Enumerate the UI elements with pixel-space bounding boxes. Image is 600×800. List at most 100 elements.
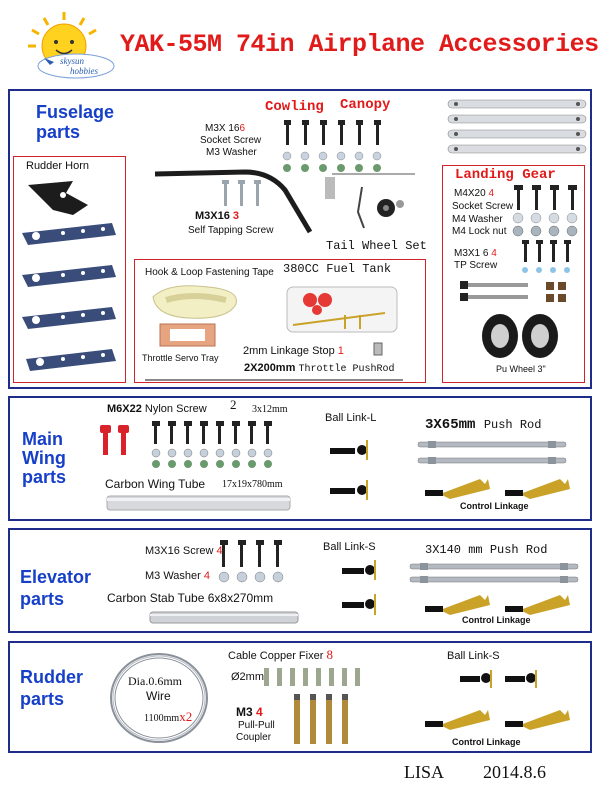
tail-wheel-label: Tail Wheel Set bbox=[326, 239, 427, 253]
canopy-label: Canopy bbox=[340, 97, 391, 113]
m4x20-text: M4X20 bbox=[454, 188, 486, 199]
self-tap-screws-icon bbox=[222, 180, 261, 206]
self-tap-size-text: M3X16 bbox=[195, 210, 230, 222]
self-tap-qty: 3 bbox=[232, 210, 240, 222]
page-title: YAK-55M 74in Airplane Accessories bbox=[120, 30, 599, 59]
tp-screw-label: TP Screw bbox=[454, 260, 498, 271]
elevator-washer-text: M3 Washer bbox=[145, 570, 201, 582]
main-wing-title-line2: Wing bbox=[22, 447, 66, 468]
rudder-horn-icon bbox=[22, 181, 116, 371]
wheel-axles-icon bbox=[460, 281, 566, 302]
landing-gear-box bbox=[442, 165, 585, 383]
linkage-stop-text: 2mm Linkage Stop bbox=[243, 345, 335, 357]
pull-pull-label: Pull-Pull bbox=[238, 720, 275, 731]
rudder-section bbox=[8, 641, 592, 753]
linkage-stop-qty: 1 bbox=[337, 345, 344, 357]
coupler-label: Coupler bbox=[236, 732, 272, 743]
m3x16-qty: 6 bbox=[239, 123, 246, 134]
throttle-pushrod: 2X200mm Throttle PushRod bbox=[244, 362, 394, 375]
stab-tube-icon bbox=[149, 611, 299, 624]
wing-control-horn-icon bbox=[425, 479, 570, 499]
landing-gear-title: Landing Gear bbox=[455, 167, 556, 183]
cable-fixer: Cable Copper Fixer 8 bbox=[228, 647, 333, 662]
ball-link-s-icon bbox=[342, 560, 376, 615]
m3-text: M3 bbox=[236, 705, 253, 719]
cable-fixer-text: Cable Copper Fixer bbox=[228, 650, 324, 662]
wing-pushrod-size: 3X65mm bbox=[425, 417, 476, 433]
m4-washer-label: M4 Washer bbox=[452, 214, 503, 225]
m3x16-size: M3X 166 bbox=[205, 123, 245, 134]
wing-tube-label: Carbon Wing Tube bbox=[105, 477, 206, 491]
throttle-pushrod-icon bbox=[145, 379, 403, 381]
wing-pushrod-icon bbox=[417, 441, 567, 464]
elevator-screws-icon bbox=[218, 540, 284, 583]
nylon-label: Nylon Screw bbox=[144, 403, 207, 415]
footer-date: 2014.8.6 bbox=[483, 762, 546, 782]
wing-screws-icon bbox=[151, 421, 273, 468]
main-wing-title-line1: Main bbox=[22, 429, 64, 449]
elevator-pushrod: 3X140 mm Push Rod bbox=[425, 543, 547, 557]
throttle-pushrod-text: Throttle PushRod bbox=[298, 364, 395, 375]
fuel-tank-box bbox=[134, 259, 426, 383]
elevator-screw-size: M3X16 Screw bbox=[145, 545, 214, 557]
wing-pushrod: 3X65mm Push Rod bbox=[425, 417, 542, 433]
footer-author: LISA bbox=[404, 762, 444, 782]
fuselage-title: Fuselage parts bbox=[36, 103, 114, 141]
wire-length-text: 1100mm bbox=[144, 713, 180, 724]
elevator-washer: M3 Washer 4 bbox=[145, 570, 210, 582]
wing-tube-size: 17x19x780mm bbox=[222, 479, 283, 490]
socket-screw-b-label: Socket Screw bbox=[452, 201, 514, 212]
nylon-screws-icon bbox=[100, 425, 129, 455]
stab-tube-size: 6x8x270mm bbox=[207, 591, 274, 605]
elevator-screw: M3X16 Screw 4 bbox=[145, 545, 223, 557]
fuel-tank-label: 380CC Fuel Tank bbox=[283, 262, 392, 276]
main-wing-title: Main Wing parts bbox=[22, 430, 66, 487]
rudder-control-horn-icon bbox=[425, 710, 570, 730]
throttle-pushrod-size: 2X200mm bbox=[244, 362, 296, 374]
rudder-ball-link-label: Ball Link-S bbox=[447, 650, 500, 662]
elevator-pushrod-size: 3X140 bbox=[425, 543, 462, 557]
servo-tray-label: Throttle Servo Tray bbox=[142, 353, 219, 363]
fuselage-section bbox=[8, 89, 592, 389]
cowling-screws-icon bbox=[282, 120, 382, 172]
elevator-screw-qty: 4 bbox=[216, 545, 223, 557]
rudder-title-line1: Rudder bbox=[20, 667, 83, 687]
rudder-horn-box bbox=[13, 156, 126, 383]
m3x16-b-text: M3X1 6 bbox=[454, 248, 489, 259]
elevator-title-line1: Elevator bbox=[20, 567, 92, 587]
stab-tube: Carbon Stab Tube 6x8x270mm bbox=[107, 591, 274, 605]
wire-coil-icon bbox=[110, 653, 208, 743]
m4x20-qty: 4 bbox=[488, 188, 495, 199]
m4x20-size: M4X20 4 bbox=[454, 188, 494, 199]
elevator-title: Elevator parts bbox=[20, 568, 91, 608]
m3x16-b-size: M3X1 6 4 bbox=[454, 248, 497, 259]
self-tap-label: Self Tapping Screw bbox=[188, 225, 274, 236]
main-wing-section bbox=[8, 396, 592, 521]
pu-wheel-label: Pu Wheel 3" bbox=[496, 364, 546, 374]
fixer-dia-label: Ø2mm bbox=[231, 671, 264, 683]
linkage-stop: 2mm Linkage Stop 1 bbox=[243, 345, 344, 357]
wire-label: Wire bbox=[146, 689, 171, 703]
m3x16-b-qty: 4 bbox=[491, 248, 497, 259]
wing-pushrod-label: Push Rod bbox=[483, 418, 542, 432]
m4-locknut-label: M4 Lock nut bbox=[452, 226, 507, 237]
stab-tube-label: Carbon Stab Tube bbox=[107, 591, 205, 605]
linkage-stop-icon bbox=[373, 342, 383, 356]
elevator-control-linkage-label: Control Linkage bbox=[462, 615, 531, 625]
hook-loop-label: Hook & Loop Fastening Tape bbox=[145, 267, 274, 278]
fuselage-title-line1: Fuselage bbox=[36, 102, 115, 122]
nylon-qty: 2 bbox=[230, 397, 237, 412]
wing-tube-icon bbox=[106, 495, 291, 511]
m3x16-size-text: M3X 16 bbox=[205, 123, 240, 134]
pu-wheel-icon bbox=[482, 314, 558, 358]
socket-screw-label: Socket Screw bbox=[200, 135, 262, 146]
wire-qty: x2 bbox=[179, 709, 193, 724]
main-wing-title-line3: parts bbox=[22, 466, 67, 487]
rudder-title-line2: parts bbox=[20, 689, 65, 709]
m4-screws-icon bbox=[512, 185, 578, 237]
ball-link-l-label: Ball Link-L bbox=[325, 412, 377, 424]
tp-screws-icon bbox=[522, 240, 571, 273]
sun-logo-icon bbox=[28, 12, 115, 79]
cable-fixer-qty: 8 bbox=[326, 647, 333, 662]
landing-gear-straps-icon bbox=[447, 99, 587, 154]
